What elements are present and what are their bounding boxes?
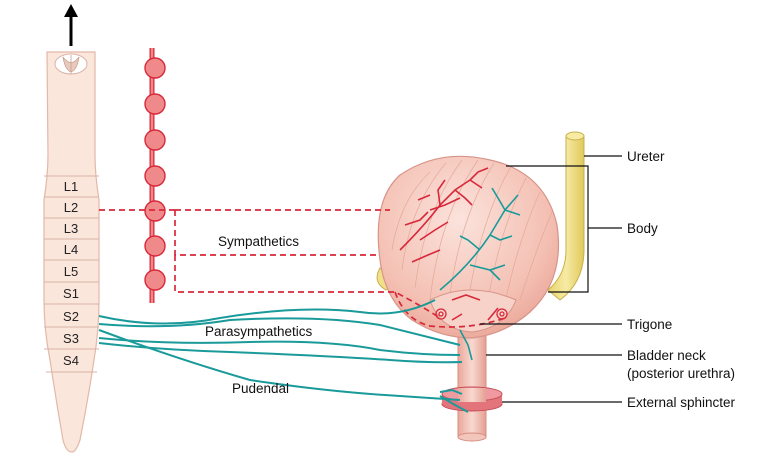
segment-label-l3: L3 [64, 221, 78, 236]
parasympathetics-label: Parasympathetics [205, 324, 313, 339]
trigone-label: Trigone [627, 317, 672, 332]
parasympathetic-nerves [98, 299, 463, 364]
pudendal-label: Pudendal [232, 381, 289, 396]
segment-label-l2: L2 [64, 200, 78, 215]
external-sphincter-label: External sphincter [627, 395, 736, 410]
body-label: Body [627, 221, 658, 236]
segment-label-s1: S1 [63, 286, 79, 301]
bladder-body [377, 155, 560, 339]
segment-label-l5: L5 [64, 264, 78, 279]
segment-label-l1: L1 [64, 179, 78, 194]
leader-lines [480, 155, 622, 403]
sympathetic-chain [144, 48, 166, 303]
up-arrow-icon [64, 4, 78, 46]
sympathetic-fibers-bladder [399, 167, 499, 321]
ureter-label: Ureter [627, 149, 665, 164]
parasympathetic-fibers-bladder [439, 187, 521, 361]
segment-label-l4: L4 [64, 242, 78, 257]
segment-labels: L1 L2 L3 L4 L5 S1 S2 S3 S4 [63, 179, 79, 368]
bladder-neck-label: Bladder neck [627, 348, 706, 363]
sympathetic-pathways [99, 209, 506, 328]
posterior-urethra-label: (posterior urethra) [627, 366, 735, 381]
segment-label-s4: S4 [63, 353, 79, 368]
segment-dividers [44, 175, 99, 373]
segment-label-s2: S2 [63, 309, 79, 324]
pudendal-nerve [98, 329, 469, 413]
spinal-cord [43, 51, 100, 453]
segment-label-s3: S3 [63, 331, 79, 346]
sympathetics-label: Sympathetics [218, 234, 299, 249]
urethra [457, 334, 487, 442]
